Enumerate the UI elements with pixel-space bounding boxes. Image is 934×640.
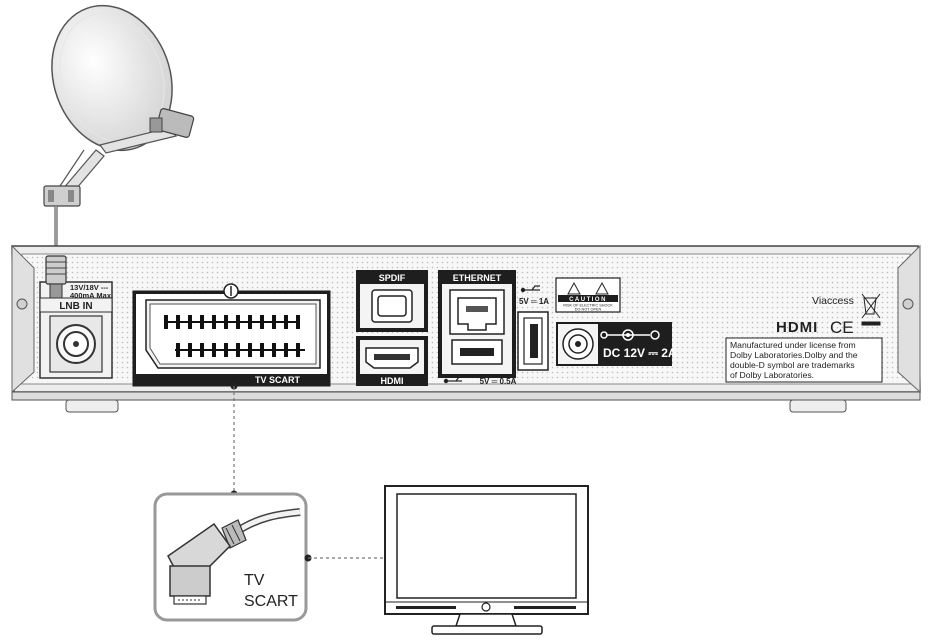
- tv-scart-label: TV SCART: [255, 375, 301, 385]
- usb-side-icon: [520, 285, 540, 293]
- caution-line1: RISK OF ELECTRIC SHOCK: [563, 304, 613, 308]
- callout-scart-label: SCART: [244, 593, 298, 610]
- lnb-in-label: LNB IN: [59, 301, 92, 312]
- usb-bottom-rating: 5V ═ 0.5A: [480, 377, 517, 386]
- spdif-label: SPDIF: [379, 273, 406, 283]
- scart-cable-callout: TV SCART: [153, 492, 308, 622]
- dc-power-label: DC 12V ⎓ 2A: [603, 346, 677, 360]
- caution-label: CAUTION RISK OF ELECTRIC SHOCK DO NOT OP…: [555, 277, 621, 313]
- tv-scart-port[interactable]: TV SCART: [132, 283, 331, 387]
- lnb-current-label: 400mA Max.: [70, 291, 113, 300]
- hdmi-port[interactable]: HDMI: [356, 336, 428, 386]
- caution-title: CAUTION: [569, 297, 607, 303]
- usb-side-rating: 5V ═ 1A: [519, 297, 549, 306]
- lnb-voltage-label: 13V/18V ---: [70, 283, 109, 292]
- dolby-line-1: Manufactured under license from: [730, 340, 856, 350]
- usb-icon: [443, 376, 462, 384]
- dolby-line-4: of Dolby Laboratories.: [730, 370, 814, 380]
- dolby-line-3: double-D symbol are trademarks: [730, 360, 855, 370]
- hdmi-logo: HDMI: [776, 319, 818, 336]
- dc-power-port[interactable]: DC 12V ⎓ 2A: [556, 322, 677, 366]
- dolby-license-box: Manufactured under license from Dolby La…: [725, 337, 883, 383]
- weee-bin-icon: [861, 293, 881, 326]
- dolby-line-2: Dolby Laboratories.Dolby and the: [730, 350, 858, 360]
- satellite-dish: [43, 4, 195, 207]
- usb-port-bottom[interactable]: [451, 339, 503, 365]
- viaccess-label: Viaccess: [812, 295, 854, 307]
- ethernet-label: ETHERNET: [453, 273, 502, 283]
- television: [384, 485, 589, 635]
- ethernet-port[interactable]: [449, 289, 505, 335]
- caution-line2: DO NOT OPEN: [575, 308, 602, 312]
- usb-port-side[interactable]: [517, 311, 549, 371]
- spdif-port[interactable]: SPDIF: [356, 270, 428, 332]
- ce-mark: CE: [830, 318, 854, 337]
- callout-tv-label: TV: [244, 572, 265, 589]
- hdmi-label: HDMI: [381, 376, 404, 386]
- f-connector-plug: [45, 255, 67, 299]
- lnb-in-port[interactable]: LNB IN: [39, 281, 113, 379]
